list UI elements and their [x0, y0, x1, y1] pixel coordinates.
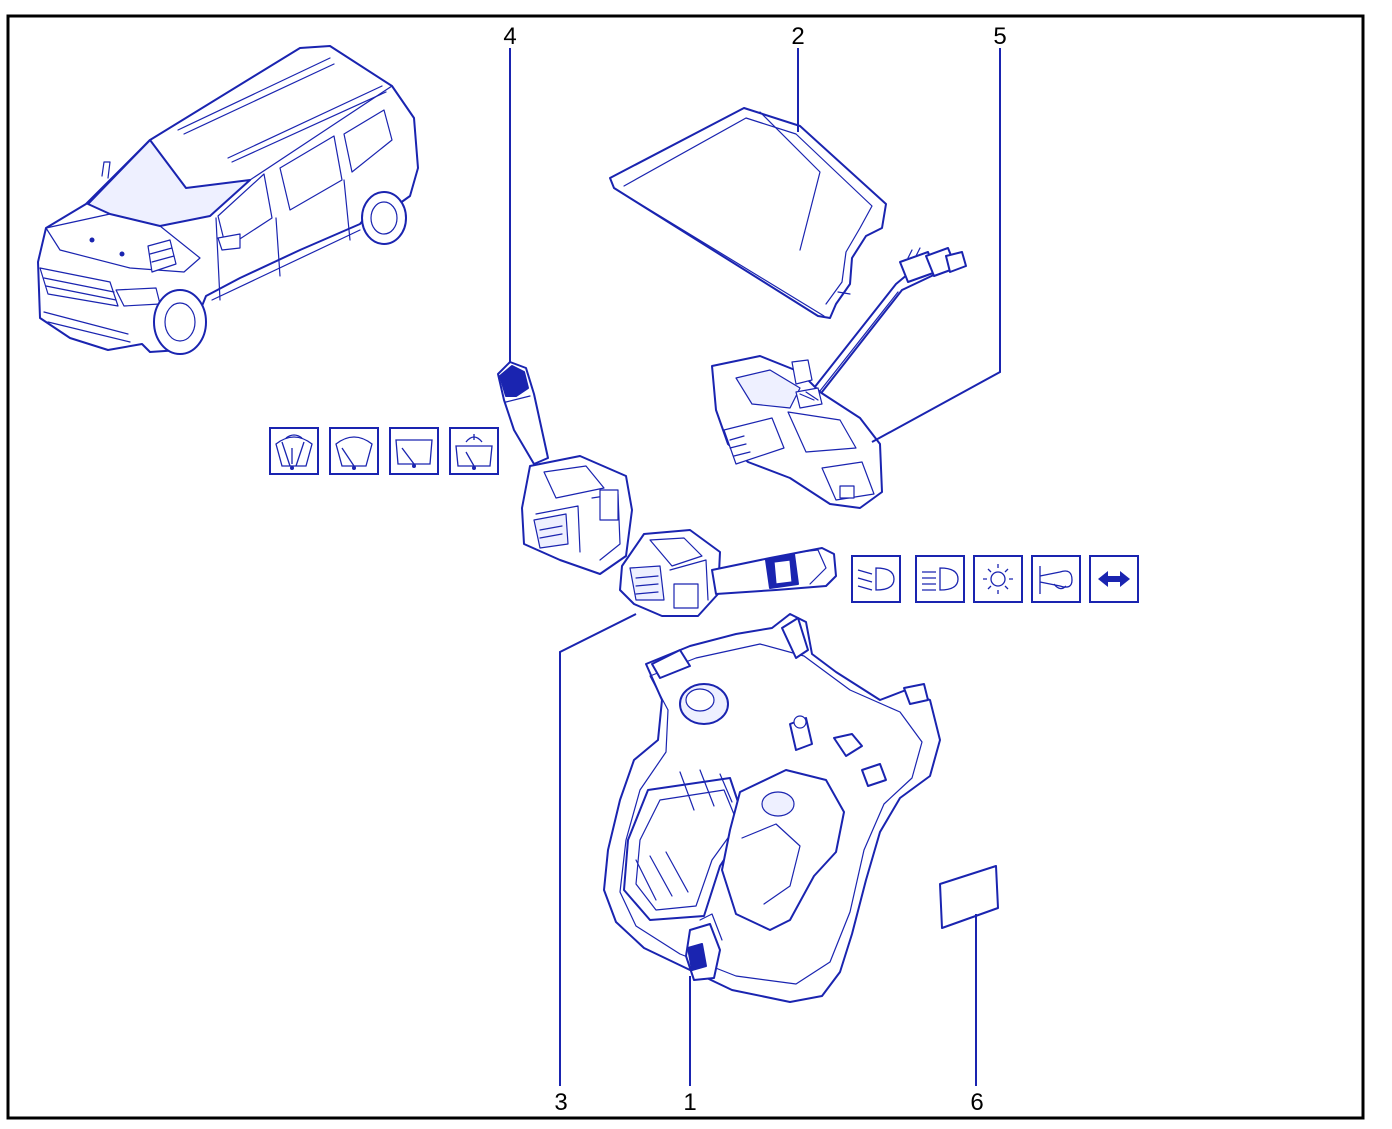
callout-3: 3 [554, 1089, 567, 1116]
callout-numbers: 4 2 5 3 1 6 [503, 23, 1006, 1116]
leader-lines [509, 48, 1001, 1086]
callout-6: 6 [970, 1089, 983, 1116]
high-beam-icon [915, 555, 965, 603]
part-4-wiper-switch [497, 361, 633, 575]
wiper-front-icon [269, 427, 319, 475]
low-beam-icon [851, 555, 901, 603]
wiper-symbol-row [269, 427, 499, 475]
wiper-rear-icon [389, 427, 439, 475]
indicator-arrows-icon [1089, 555, 1139, 603]
parking-light-icon [973, 555, 1023, 603]
leader-5 [871, 48, 1001, 443]
part-1-lower-steering-shell [603, 613, 941, 1003]
diagram-frame [6, 14, 1365, 1120]
callout-4: 4 [503, 23, 516, 50]
wiper-rear-washer-icon [449, 427, 499, 475]
callout-5: 5 [993, 23, 1006, 50]
part-2-upper-steering-cover [609, 107, 887, 319]
leader-3 [559, 613, 637, 1086]
part-3-light-switch [619, 529, 837, 617]
part-6-label [939, 865, 999, 929]
wiper-single-icon [329, 427, 379, 475]
horn-icon [1031, 555, 1081, 603]
part-5-rotary-connector [711, 247, 967, 509]
light-symbol-row [851, 555, 1139, 603]
vehicle-location-illustration [37, 45, 419, 355]
callout-1: 1 [683, 1089, 696, 1116]
callout-2: 2 [791, 23, 804, 50]
